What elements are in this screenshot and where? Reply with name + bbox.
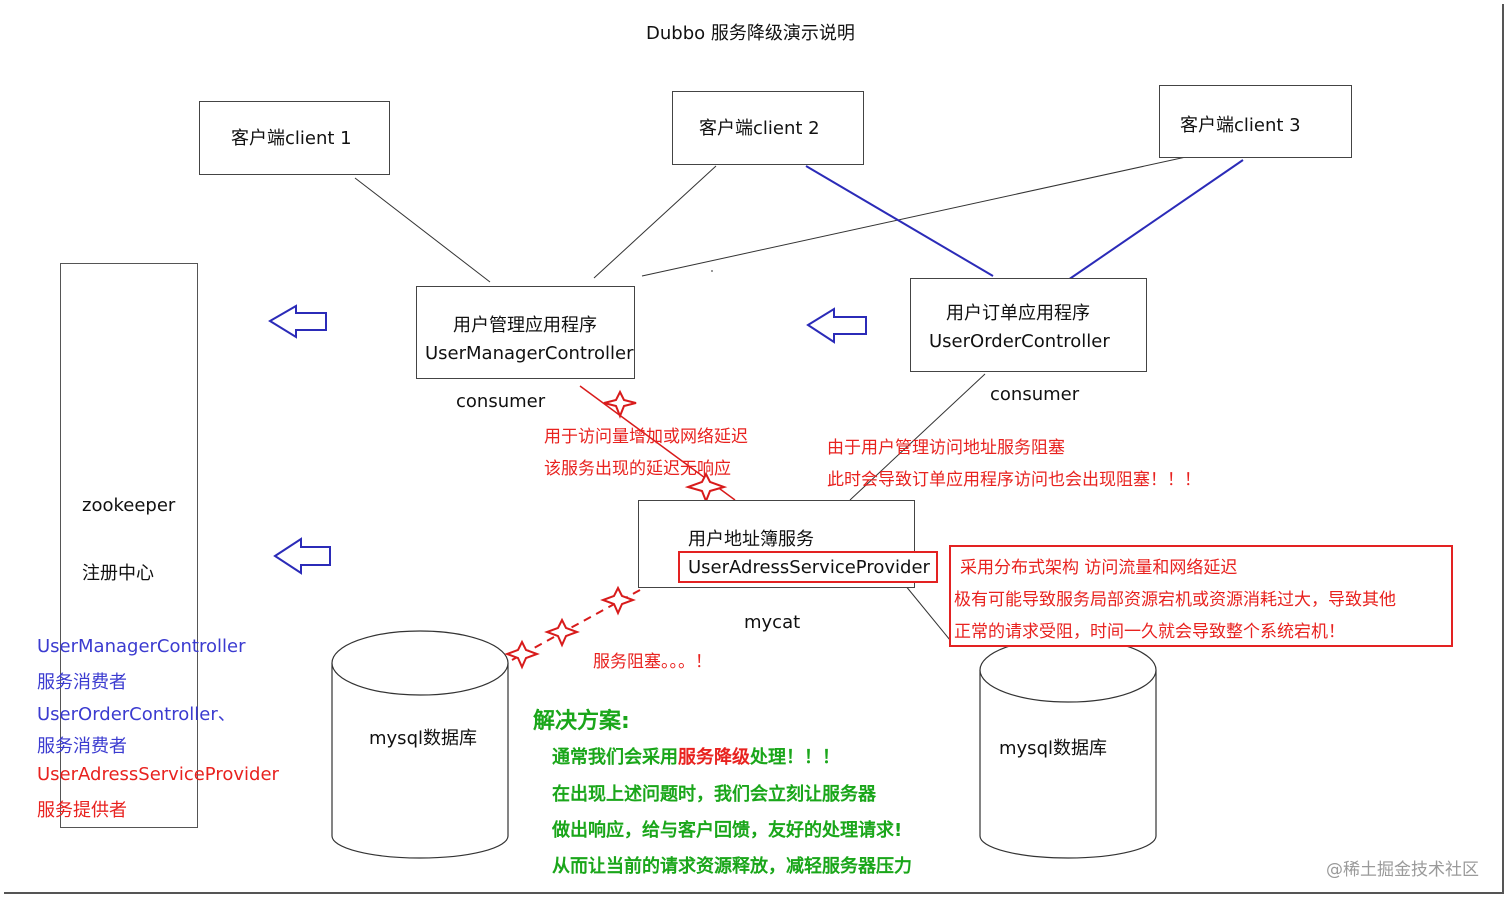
user-order-role: consumer [990, 384, 1080, 405]
block-star-4 [544, 617, 580, 648]
address-service-cn: 用户地址簿服务 [688, 529, 814, 550]
solution-line1: 通常我们会采用服务降级处理！！！ [552, 743, 840, 769]
risk-note-line2: 极有可能导致服务局部资源宕机或资源消耗过大，导致其他 [954, 590, 1396, 610]
block-star-5 [504, 639, 540, 670]
risk-note-box: 采用分布式架构 访问流量和网络延迟 极有可能导致服务局部资源宕机或资源消耗过大，… [949, 545, 1453, 647]
risk-note-line1: 采用分布式架构 访问流量和网络延迟 [960, 558, 1238, 578]
solution-line2: 在出现上述问题时，我们会立刻让服务器 [552, 784, 876, 805]
line-client3-manager [641, 149, 1219, 277]
legend-consumer-2: UserOrderController、 [37, 704, 236, 725]
watermark: @稀土掘金技术社区 [1326, 860, 1479, 880]
client-2-label: 客户端client 2 [699, 118, 820, 139]
solution-line4: 从而让当前的请求资源释放，减轻服务器压力 [552, 856, 912, 877]
legend-consumer-2-role: 服务消费者 [37, 736, 127, 757]
zookeeper-box: zookeeper 注册中心 [60, 263, 198, 828]
line-client3-order [1067, 159, 1244, 281]
user-manager-box: 用户管理应用程序 UserManagerController [416, 286, 635, 379]
mysql-db-right-shape [979, 637, 1157, 859]
registry-label: 注册中心 [82, 563, 154, 584]
solution-line3: 做出响应，给与客户回馈，友好的处理请求! [552, 820, 903, 841]
canvas-frame [4, 4, 1504, 894]
solution-heading: 解决方案: [533, 709, 630, 734]
mysql-db-right-label: mysql数据库 [999, 738, 1107, 759]
legend-provider: UserAdressServiceProvider [37, 764, 279, 785]
risk-note-line3: 正常的请求受阻，时间一久就会导致整个系统宕机！ [954, 622, 1345, 642]
zookeeper-label: zookeeper [82, 495, 176, 516]
delay-note-line1: 用于访问量增加或网络延迟 [544, 427, 748, 447]
mycat-label: mycat [744, 612, 801, 633]
solution-line1-pre: 通常我们会采用 [552, 747, 678, 768]
diagram-title: Dubbo 服务降级演示说明 [646, 23, 855, 44]
legend-consumer-1: UserManagerController [37, 636, 246, 657]
mysql-db-left-shape [331, 630, 509, 859]
client-1-label: 客户端client 1 [231, 128, 352, 149]
arrow-left-2 [806, 307, 867, 344]
line-address-db-red [511, 589, 641, 661]
delay-note-line2: 该服务出现的延迟无响应 [544, 459, 731, 479]
line-client1-manager [354, 177, 491, 283]
legend-provider-role: 服务提供者 [37, 800, 127, 821]
arrow-left-3 [273, 537, 331, 575]
client-1-box: 客户端client 1 [199, 101, 390, 175]
client-3-label: 客户端client 3 [1180, 115, 1301, 136]
mysql-db-left-label: mysql数据库 [369, 728, 477, 749]
arrow-left-1 [268, 304, 327, 339]
block-star-1 [603, 389, 637, 419]
block-note-line2: 此时会导致订单应用程序访问也会出现阻塞！！！ [827, 470, 1201, 490]
address-service-en-highlight: UserAdressServiceProvider [678, 551, 938, 583]
line-client2-manager [593, 165, 717, 279]
client-3-box: 客户端client 3 [1159, 85, 1352, 158]
address-service-en: UserAdressServiceProvider [688, 557, 930, 578]
user-manager-cn: 用户管理应用程序 [453, 315, 597, 336]
line-order-address [849, 373, 986, 501]
service-blocked-note: 服务阻塞。。。！ [593, 652, 712, 672]
user-order-box: 用户订单应用程序 UserOrderController [910, 278, 1147, 372]
user-order-en: UserOrderController [929, 331, 1110, 352]
line-client2-order [805, 165, 994, 277]
block-note-line1: 由于用户管理访问地址服务阻塞 [827, 438, 1065, 458]
user-manager-role: consumer [456, 391, 546, 412]
user-manager-en: UserManagerController [425, 343, 634, 364]
legend-consumer-1-role: 服务消费者 [37, 672, 127, 693]
line-address-db2 [904, 584, 951, 641]
block-star-3 [600, 585, 636, 616]
solution-line1-emph: 服务降级 [678, 747, 750, 768]
solution-line1-post: 处理！！！ [750, 747, 840, 768]
user-order-cn: 用户订单应用程序 [946, 303, 1090, 324]
client-2-box: 客户端client 2 [672, 91, 864, 165]
